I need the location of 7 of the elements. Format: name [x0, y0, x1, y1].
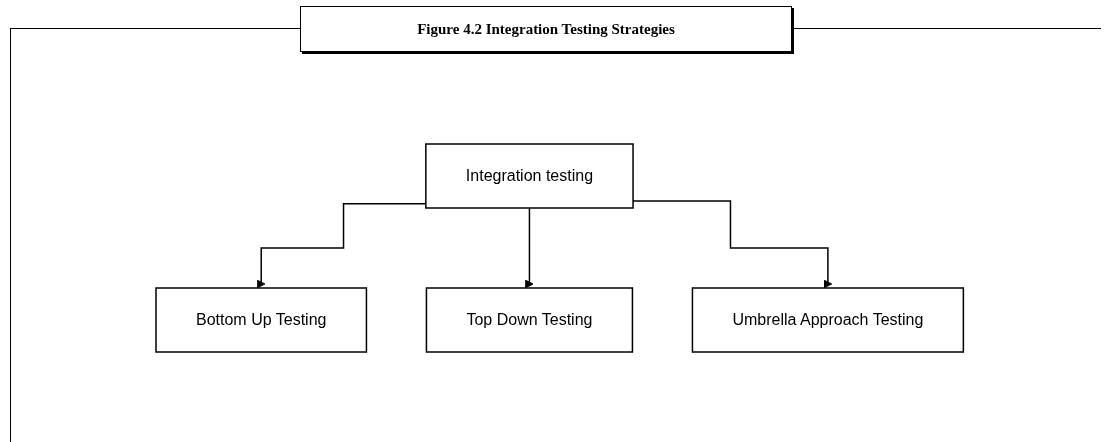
- arrow: [257, 203, 427, 289]
- node-box: Umbrella Approach Testing: [692, 287, 965, 353]
- node-box: Bottom Up Testing: [155, 287, 368, 353]
- figure-title: Figure 4.2 Integration Testing Strategies: [300, 6, 792, 52]
- node-box: Top Down Testing: [426, 287, 634, 353]
- node-box: Integration testing: [425, 143, 635, 209]
- arrow: [525, 207, 535, 289]
